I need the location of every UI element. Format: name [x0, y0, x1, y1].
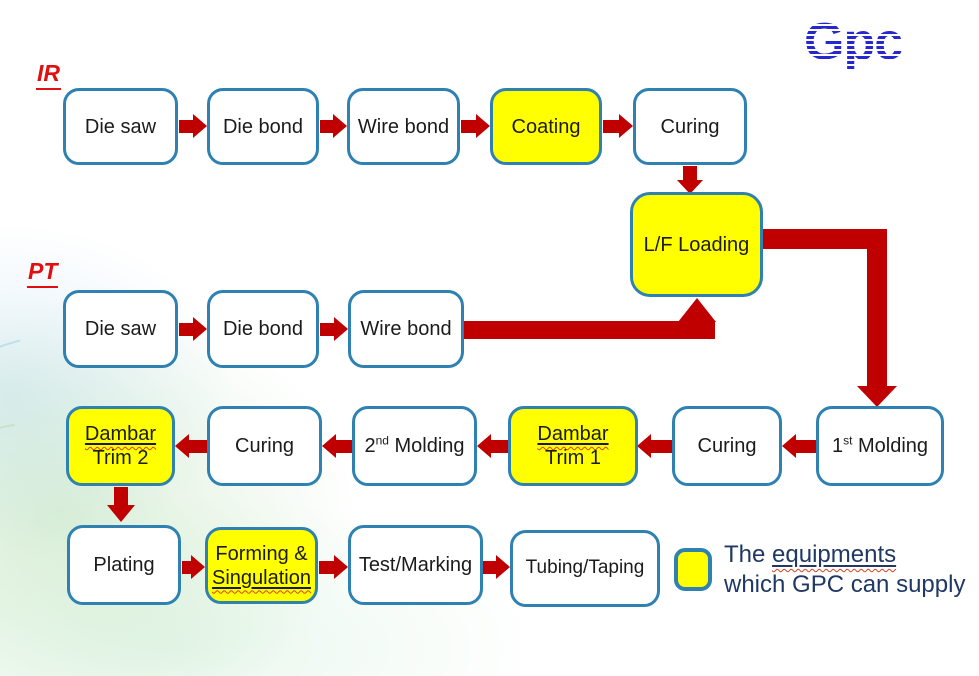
node-label: Test/Marking [358, 554, 473, 576]
flow-label-ir: IR [36, 60, 61, 90]
arrow-row3-1 [189, 440, 207, 453]
arrowhead-up [678, 298, 716, 322]
node-ir-wire-bond: Wire bond [347, 88, 460, 165]
arrowhead [193, 317, 207, 341]
ordinal-rest: Molding [852, 435, 929, 457]
node-pt-wire-bond: Wire bond [348, 290, 464, 368]
arrowhead [333, 114, 347, 138]
connector-lf-to-molding1-h [763, 229, 887, 249]
node-label-line2: Singulation [212, 566, 311, 590]
arrowhead [175, 434, 189, 458]
arrow-row4-2 [319, 561, 335, 574]
arrow-ir-1 [179, 120, 194, 133]
arrow-pt-1 [179, 323, 194, 336]
arrowhead [496, 555, 510, 579]
background-swirl-decoration [0, 302, 407, 676]
node-label: L/F Loading [643, 233, 750, 256]
node-dambar-trim-1: Dambar Trim 1 [508, 406, 638, 486]
misspelled-word: equipments [772, 541, 897, 568]
node-label-line2: Trim 1 [545, 447, 601, 469]
node-label-line2: Trim 2 [92, 447, 149, 469]
arrow-row3-4 [651, 440, 672, 453]
node-ir-die-bond: Die bond [207, 88, 319, 165]
node-curing-row3-left: Curing [207, 406, 322, 486]
arrowhead [334, 555, 348, 579]
node-label-line1: Dambar [85, 422, 156, 446]
arrowhead [619, 114, 633, 138]
node-label: Tubing/Taping [525, 557, 645, 579]
node-label: 2nd Molding [364, 434, 464, 458]
arrowhead [322, 434, 336, 458]
arrowhead [782, 434, 796, 458]
flow-label-pt: PT [27, 258, 59, 288]
node-label: Die saw [84, 318, 157, 340]
node-curing-row3-right: Curing [672, 406, 782, 486]
node-plating: Plating [67, 525, 181, 605]
node-ir-curing: Curing [633, 88, 747, 165]
arrowhead [334, 317, 348, 341]
arrow-row3-5 [796, 440, 816, 453]
arrowhead [193, 114, 207, 138]
arrow-ir-2 [320, 120, 334, 133]
arrow-dambar2-to-plating [114, 487, 128, 506]
ordinal-number: 1 [831, 435, 844, 457]
arrowhead [191, 555, 205, 579]
legend-line2: which GPC can supply [724, 571, 966, 598]
arrowhead [637, 434, 651, 458]
node-label: Curing [660, 115, 720, 138]
node-test-marking: Test/Marking [348, 525, 483, 605]
node-ir-die-saw: Die saw [63, 88, 178, 165]
node-label: Coating [511, 115, 581, 138]
logo-stripes-decoration [798, 16, 920, 72]
arrow-ir-4 [603, 120, 620, 133]
arrowhead [677, 180, 703, 194]
background-swirl-decoration [0, 351, 371, 676]
arrow-pt-2 [320, 323, 335, 336]
connector-wirebond-to-lf [464, 321, 715, 339]
node-label: 1st Molding [832, 434, 928, 458]
misspelled-word: Dambar [84, 423, 157, 445]
arrowhead [107, 505, 135, 522]
node-label: Curing [697, 435, 757, 457]
arrowhead [476, 114, 490, 138]
arrowhead-down [857, 386, 897, 407]
node-label-line1: Forming & [215, 542, 308, 565]
node-label-line1: Dambar [537, 422, 608, 446]
node-label: Die bond [222, 115, 304, 138]
ordinal-suffix: nd [375, 433, 389, 448]
legend-underlined-word-wrap: equipments [772, 541, 896, 568]
node-label: Curing [235, 435, 294, 457]
legend-line1-prefix: The [724, 541, 773, 568]
ordinal-suffix: st [843, 433, 853, 448]
legend-swatch [674, 548, 712, 591]
node-ir-coating: Coating [490, 88, 602, 165]
arrow-ir-3 [461, 120, 477, 133]
connector-lf-to-molding1-v [867, 229, 887, 386]
node-pt-die-bond: Die bond [207, 290, 319, 368]
node-label: Wire bond [357, 115, 450, 138]
legend-line1: The equipments [724, 540, 974, 570]
node-label: Die bond [222, 318, 304, 340]
arrow-row4-1 [182, 561, 192, 574]
ordinal-rest: Molding [388, 435, 465, 457]
node-tubing-taping: Tubing/Taping [510, 530, 660, 607]
node-2nd-molding: 2nd Molding [352, 406, 477, 486]
node-lf-loading: L/F Loading [630, 192, 763, 297]
misspelled-word: Singulation [212, 566, 311, 589]
node-pt-die-saw: Die saw [63, 290, 178, 368]
node-1st-molding: 1st Molding [816, 406, 944, 486]
legend-text: The equipments which GPC can supply [724, 540, 974, 600]
node-label: Die saw [84, 115, 157, 138]
arrow-row3-2 [336, 440, 352, 453]
node-label: Plating [93, 554, 155, 576]
arrow-row4-3 [483, 561, 497, 574]
node-label: Wire bond [360, 318, 452, 340]
node-forming-singulation: Forming & Singulation [205, 527, 318, 604]
arrow-curing-to-lf [683, 166, 697, 181]
arrowhead [477, 434, 491, 458]
ordinal-number: 2 [364, 435, 376, 457]
misspelled-word: Dambar [537, 423, 609, 445]
arrow-row3-3 [491, 440, 508, 453]
node-dambar-trim-2: Dambar Trim 2 [66, 406, 175, 486]
